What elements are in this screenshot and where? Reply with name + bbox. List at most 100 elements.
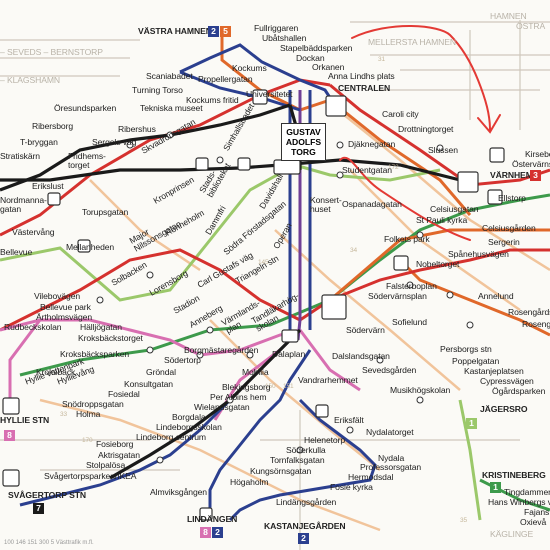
station-t-bryggan[interactable]: T-bryggan bbox=[20, 137, 58, 147]
station-caroli-city[interactable]: Caroli city bbox=[382, 109, 419, 119]
terminus-hyllie[interactable]: HYLLIE STN bbox=[0, 415, 50, 425]
station-wielandsgatan[interactable]: Wielandsgatan bbox=[194, 402, 250, 412]
station-ospanadagatan[interactable]: Ospanadagatan bbox=[342, 199, 402, 209]
station-stolpalosa[interactable]: Stolpalösa bbox=[86, 460, 126, 470]
station-fajans[interactable]: Fajans bbox=[524, 507, 550, 517]
station-sergervn[interactable]: Sergerin bbox=[488, 237, 520, 247]
station-sevedsgarden[interactable]: Sevedsgården bbox=[362, 365, 417, 375]
gustav-adolfs-torg-hub[interactable]: GUSTAV ADOLFS TORG bbox=[281, 123, 326, 161]
station-rosengards[interactable]: Rosengårds bbox=[508, 307, 550, 317]
station-soderkulla[interactable]: Söderkulla bbox=[286, 445, 326, 455]
station-snodroppsgatan[interactable]: Snödroppsgatan bbox=[62, 399, 124, 409]
terminus-kristineberg[interactable]: KRISTINEBERG bbox=[482, 470, 546, 480]
station-st-pauli[interactable]: St Pauli kyrka bbox=[416, 215, 468, 225]
station-tornfalksgatan[interactable]: Tornfalksgatan bbox=[270, 455, 325, 465]
station-dalaplan[interactable]: Dalaplan bbox=[272, 349, 306, 359]
station-fridhemstorget[interactable]: Fridhems- torget bbox=[68, 151, 106, 170]
station-kroksbackstorget[interactable]: Kroksbäckstorget bbox=[78, 333, 143, 343]
station-annelund[interactable]: Annelund bbox=[478, 291, 514, 301]
station-dalslandsgatan[interactable]: Dalslandsgatan bbox=[332, 351, 390, 361]
station-sodertorp[interactable]: Södertorp bbox=[164, 355, 201, 365]
station-hogaholm[interactable]: Högaholm bbox=[230, 477, 269, 487]
station-persborgs-stn[interactable]: Persborgs stn bbox=[440, 344, 492, 354]
station-helenetorp[interactable]: Helenetorp bbox=[304, 435, 346, 445]
station-fosiedal[interactable]: Fosiedal bbox=[108, 389, 140, 399]
station-tingdammen[interactable]: Tingdammen bbox=[504, 487, 550, 497]
station-professorsgatan[interactable]: Professorsgatan bbox=[360, 462, 422, 472]
station-sofielund[interactable]: Sofielund bbox=[392, 317, 427, 327]
station-borgmastaregarden[interactable]: Borgmästaregården bbox=[184, 345, 259, 355]
station-nydala[interactable]: Nydala bbox=[378, 453, 405, 463]
station-nobeltorget[interactable]: Nobeltorget bbox=[416, 259, 460, 269]
station-lindangsgarden[interactable]: Lindängsgården bbox=[276, 497, 337, 507]
terminus-centralen[interactable]: CENTRALEN bbox=[338, 83, 391, 93]
station-dockan[interactable]: Dockan bbox=[296, 53, 325, 63]
station-nordmanna[interactable]: Nordmanna- gatan bbox=[0, 195, 47, 214]
station-eriksfalt[interactable]: Eriksfält bbox=[334, 415, 364, 425]
station-fosieborg[interactable]: Fosieborg bbox=[96, 439, 134, 449]
station-universitetet[interactable]: Universitetet bbox=[246, 89, 293, 99]
terminus-jagersro[interactable]: JÄGERSRO bbox=[480, 404, 528, 414]
station-drottningtorget[interactable]: Drottningtorget bbox=[398, 124, 454, 134]
station-erikslust[interactable]: Erikslust bbox=[32, 181, 64, 191]
station-lindeborg-centrum[interactable]: Lindeborg centrum bbox=[136, 432, 206, 442]
station-holma[interactable]: Holma bbox=[76, 409, 101, 419]
station-celsiusgarden[interactable]: Celsiusgården bbox=[482, 223, 536, 233]
station-kroksbacksparken[interactable]: Kroksbäcksparken bbox=[60, 349, 130, 359]
station-vastervang[interactable]: Västervång bbox=[12, 227, 55, 237]
station-ogardsparken[interactable]: Ögårdsparken bbox=[492, 386, 546, 396]
station-mellanheden[interactable]: Mellanheden bbox=[66, 242, 115, 252]
station-sodervarnsplan[interactable]: Södervärnsplan bbox=[368, 291, 427, 301]
station-ellstorp[interactable]: Ellstorp bbox=[498, 193, 526, 203]
station-orkanen[interactable]: Orkanen bbox=[312, 62, 345, 72]
station-hajlojgatan[interactable]: Hälljögatan bbox=[80, 322, 122, 332]
station-torupsgatan[interactable]: Torupsgatan bbox=[82, 207, 129, 217]
station-kroksback[interactable]: Kroksbäck bbox=[36, 367, 76, 377]
station-ribersborg[interactable]: Ribersborg bbox=[32, 121, 74, 131]
station-kockums[interactable]: Kockums bbox=[232, 63, 267, 73]
station-sodervarn[interactable]: Södervärn bbox=[346, 325, 385, 335]
station-vandrarhemmet[interactable]: Vandrarhemmet bbox=[298, 375, 358, 385]
station-artholmsvagen[interactable]: Ärtholmsvägen bbox=[36, 312, 93, 322]
station-tekniska-museet[interactable]: Tekniska museet bbox=[140, 103, 203, 113]
station-kastanjeplatsen[interactable]: Kastanjeplatsen bbox=[464, 366, 524, 376]
station-slussen[interactable]: Slussen bbox=[428, 145, 458, 155]
station-borgdala[interactable]: Borgdala bbox=[172, 412, 206, 422]
terminus-kastanjegarden[interactable]: KASTANJEGÅRDEN bbox=[264, 521, 346, 531]
station-stratiskarn[interactable]: Stratiskärn bbox=[0, 151, 40, 161]
station-svagertorpsparken[interactable]: Svågertorpsparken/IKEA bbox=[44, 471, 137, 481]
station-lindeborgsskolan[interactable]: Lindeborgsskolan bbox=[156, 422, 222, 432]
station-propellergatan[interactable]: Propellergatan bbox=[198, 74, 253, 84]
station-turning-torso[interactable]: Turning Torso bbox=[132, 85, 183, 95]
station-spanehusvagen[interactable]: Spånehusvägen bbox=[448, 249, 509, 259]
station-celsiusgatan[interactable]: Celsiusgatan bbox=[430, 204, 479, 214]
station-cypressvagen[interactable]: Cypressvägen bbox=[480, 376, 534, 386]
station-blekingsborg[interactable]: Blekingsborg bbox=[222, 382, 271, 392]
terminus-vastra-hamnen[interactable]: VÄSTRA HAMNEN bbox=[138, 26, 212, 36]
station-fosie-kyrka[interactable]: Fosie kyrka bbox=[330, 482, 373, 492]
station-kungsornsgatan[interactable]: Kungsörnsgatan bbox=[250, 466, 312, 476]
terminus-varnhem[interactable]: VÄRNHEM bbox=[490, 170, 533, 180]
station-falsterboplan[interactable]: Falsterboplan bbox=[386, 281, 437, 291]
station-per-albins-hem[interactable]: Per Albins hem bbox=[210, 392, 267, 402]
station-ostervarns[interactable]: Östervärns bbox=[512, 159, 550, 169]
station-konserthuset[interactable]: Konsert- huset bbox=[310, 195, 342, 214]
station-djakengatan[interactable]: Djäknegatan bbox=[348, 139, 396, 149]
station-hans-winbergs[interactable]: Hans Winbergs väg bbox=[488, 497, 550, 507]
station-sergels-vag[interactable]: Sergels väg bbox=[92, 137, 137, 147]
station-musikhogskolan[interactable]: Musikhögskolan bbox=[390, 385, 451, 395]
station-mobilia[interactable]: Mobilia bbox=[242, 367, 269, 377]
terminus-svagertorp[interactable]: SVÅGERTORP STN bbox=[8, 490, 87, 500]
station-oxievang[interactable]: Oxievå bbox=[520, 517, 547, 527]
station-aktrisgatan[interactable]: Aktrisgatan bbox=[98, 450, 140, 460]
station-konsultgatan[interactable]: Konsultgatan bbox=[124, 379, 173, 389]
station-rudbeckskolan[interactable]: Rudbeckskolan bbox=[4, 322, 62, 332]
station-anna-lindhs[interactable]: Anna Lindhs plats bbox=[328, 71, 395, 81]
station-bellevue-park[interactable]: Bellevue park bbox=[40, 302, 91, 312]
station-poppelgatan[interactable]: Poppelgatan bbox=[452, 356, 500, 366]
station-stapelbaddsparken[interactable]: Stapelbäddsparken bbox=[280, 43, 353, 53]
station-grondal[interactable]: Gröndal bbox=[146, 367, 176, 377]
station-rosenga[interactable]: Rosenga bbox=[522, 319, 550, 329]
station-kirseberg[interactable]: Kirsebe bbox=[525, 149, 550, 159]
station-almviksgangen[interactable]: Almviksgången bbox=[150, 487, 207, 497]
